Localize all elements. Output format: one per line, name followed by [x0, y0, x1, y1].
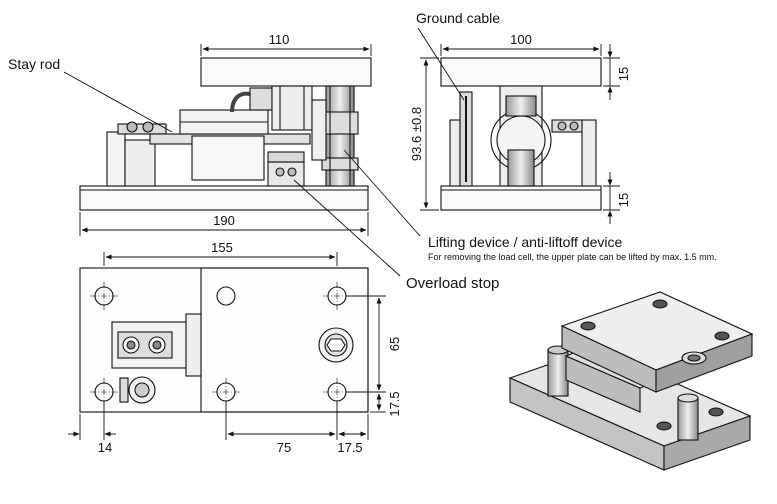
front-top-plate [440, 57, 602, 87]
plan-view [79, 267, 369, 413]
isometric-view [508, 291, 754, 471]
callout-lifting-device: Lifting device / anti-liftoff device [428, 234, 623, 250]
dim-front-width: 100 [510, 32, 532, 47]
callout-leaders [63, 27, 465, 277]
dim-plan-span-x: 75 [277, 440, 291, 455]
plan-dimensions [68, 252, 386, 440]
dim-front-height: 93.6 ±0.8 [409, 107, 424, 161]
side-view [79, 57, 372, 211]
dim-plan-hole-span: 155 [211, 240, 233, 255]
front-view [440, 57, 602, 211]
side-dimensions [79, 44, 372, 236]
dim-plan-span-y: 65 [387, 337, 402, 351]
dim-plan-edge-right: 17.5 [337, 440, 362, 455]
front-dimensions [420, 44, 620, 224]
dim-front-top-plate: 15 [616, 67, 631, 81]
callout-stay-rod: Stay rod [8, 56, 60, 72]
callout-lifting-note: For removing the load cell, the upper pl… [428, 252, 717, 262]
callout-overload-stop: Overload stop [406, 275, 499, 292]
side-top-plate [200, 57, 372, 87]
dim-plan-edge-x: 14 [98, 440, 112, 455]
dim-side-base-width: 190 [213, 213, 235, 228]
dim-plan-edge-y: 17.5 [387, 391, 402, 416]
callout-ground-cable: Ground cable [416, 10, 500, 26]
dim-side-top-width: 110 [269, 32, 290, 47]
dim-front-bottom-plate: 15 [616, 193, 631, 207]
